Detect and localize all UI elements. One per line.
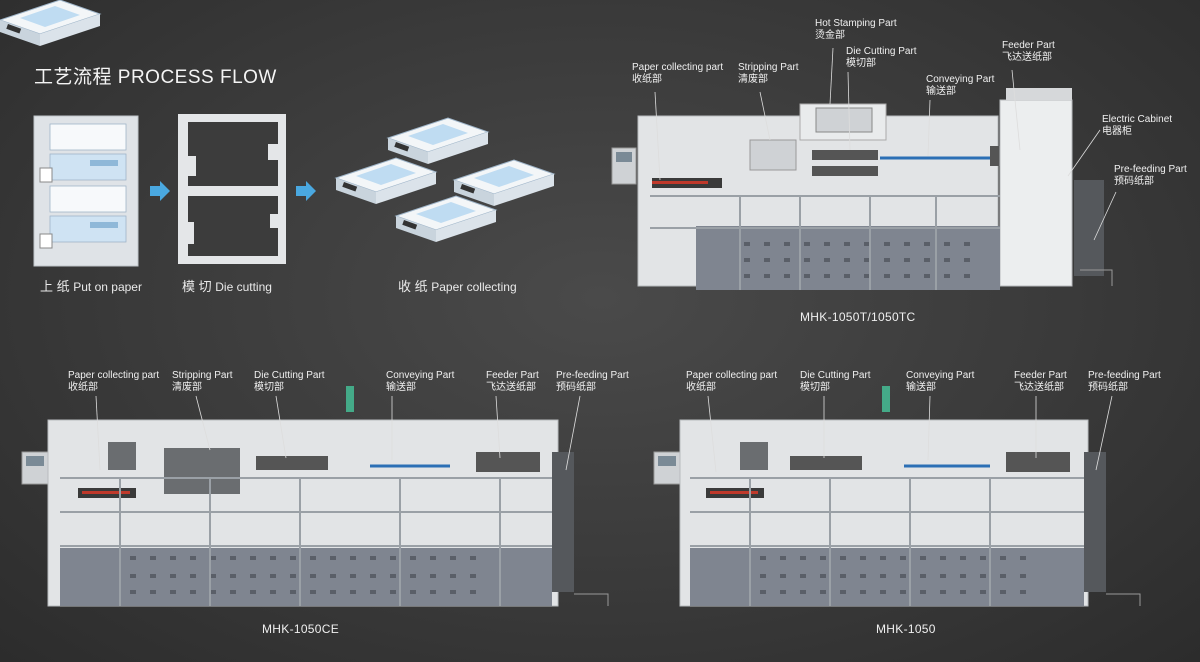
flow-arrow-2 [296, 181, 316, 201]
machine-mhk-1050 [653, 386, 1141, 607]
model-name-2: MHK-1050CE [262, 622, 340, 636]
paper-sheet-illustration [33, 115, 139, 267]
step-die-cutting: 模 切 Die cutting [182, 279, 272, 294]
model-name-3: MHK-1050 [876, 622, 936, 636]
leader-lines [95, 47, 1117, 473]
collected-boxes-illustration [0, 0, 555, 243]
die-cut-sheet-illustration [178, 114, 286, 264]
machine-mhk-1050t [611, 88, 1113, 290]
step-put-on-paper: 上 纸 Put on paper [40, 279, 142, 294]
model-name-1: MHK-1050T/1050TC [800, 310, 916, 324]
machine-mhk-1050ce [21, 386, 609, 607]
page-title: 工艺流程 PROCESS FLOW [34, 67, 277, 88]
step-paper-collecting: 收 纸 Paper collecting [398, 279, 517, 294]
flow-arrow-1 [150, 181, 170, 201]
